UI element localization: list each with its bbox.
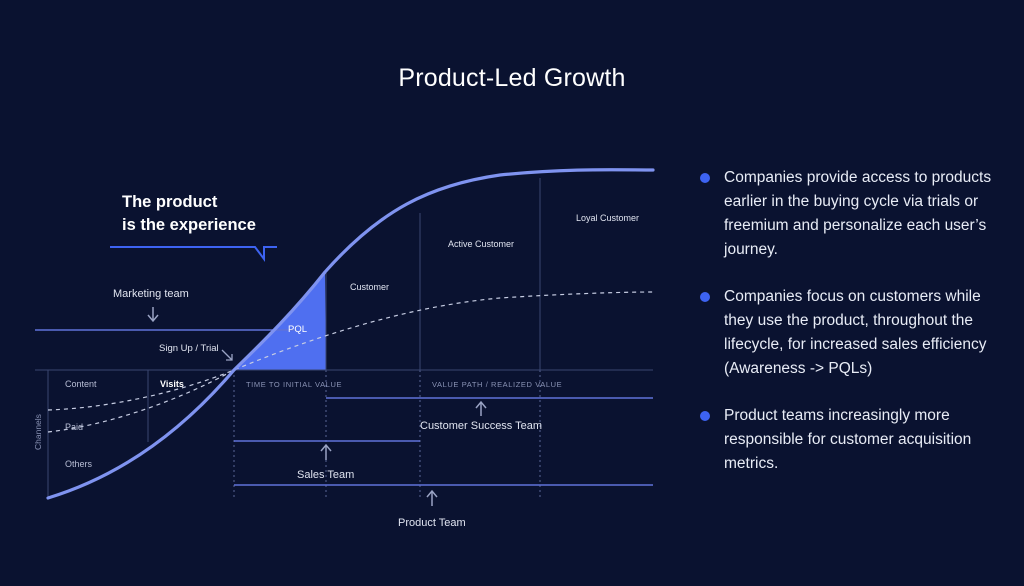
bullet-dot-icon [700, 173, 710, 183]
team-dotted-guides [233, 370, 541, 500]
bullet-dot-icon [700, 292, 710, 302]
value-path-label: VALUE PATH / REALIZED VALUE [432, 380, 562, 389]
dashed-curve-upper [47, 291, 654, 411]
page-title: Product-Led Growth [398, 64, 626, 92]
customer-success-team-label: Customer Success Team [420, 420, 542, 432]
sales-arrow-icon [320, 443, 332, 460]
loyal-customer-label: Loyal Customer [576, 213, 639, 223]
bullet-list: Companies provide access to products ear… [700, 166, 1000, 499]
product-arrow-icon [426, 489, 438, 506]
product-team-label: Product Team [398, 517, 466, 529]
others-label: Others [65, 459, 93, 469]
bullet-dot-icon [700, 411, 710, 421]
bullet-text: Companies focus on customers while they … [724, 288, 987, 377]
bullet-text: Product teams increasingly more responsi… [724, 407, 972, 472]
customer-label: Customer [350, 282, 389, 292]
marketing-arrow-icon [147, 307, 159, 323]
tagline-line-1: The product [122, 193, 218, 211]
content-label: Content [65, 379, 97, 389]
channels-label: Channels [33, 414, 43, 450]
sales-team-label: Sales Team [297, 469, 354, 481]
channels-box [35, 369, 653, 498]
bullet-item: Companies provide access to products ear… [700, 166, 1000, 262]
signup-arrow-icon [221, 349, 233, 361]
pql-area [234, 272, 326, 370]
tagline-line-2: is the experience [122, 216, 256, 234]
signup-trial-label: Sign Up / Trial [159, 343, 219, 354]
stage-dividers [325, 178, 541, 370]
paid-label: Paid [65, 422, 83, 432]
active-customer-label: Active Customer [448, 239, 514, 249]
dashed-curve-lower [47, 369, 235, 433]
bullet-item: Product teams increasingly more responsi… [700, 404, 1000, 476]
pql-label: PQL [288, 324, 307, 335]
customer-success-arrow-icon [475, 400, 487, 416]
time-to-initial-value-label: TIME TO INITIAL VALUE [246, 380, 342, 389]
tagline-underline [110, 246, 277, 262]
bullet-item: Companies focus on customers while they … [700, 285, 1000, 381]
marketing-team-label: Marketing team [113, 288, 189, 300]
bullet-text: Companies provide access to products ear… [724, 169, 992, 258]
growth-curve [46, 168, 655, 500]
visits-label: Visits [160, 379, 184, 389]
